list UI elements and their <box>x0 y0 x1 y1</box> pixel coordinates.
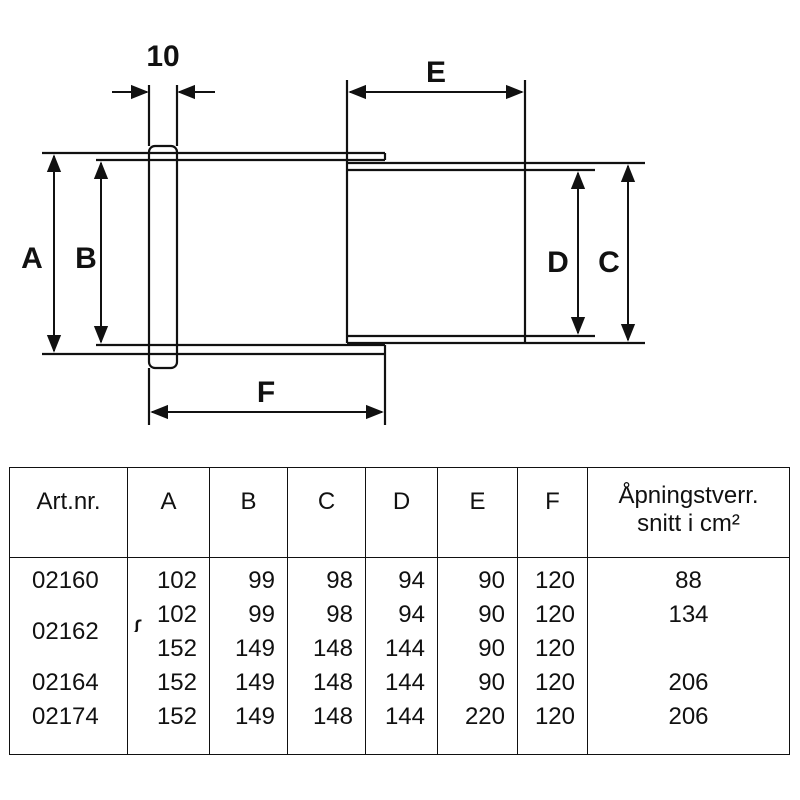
header-opening-line1: Åpningstverr. <box>618 482 759 509</box>
label-E: E <box>426 56 446 89</box>
table-row: 02174 152 149 148 144 220 120 206 <box>9 700 790 755</box>
cell-E: 90 <box>437 598 518 632</box>
cell-F: 120 <box>517 632 588 666</box>
cell-B: 149 <box>209 666 288 700</box>
cell-D: 94 <box>365 598 438 632</box>
cell-D: 144 <box>365 632 438 666</box>
cell-C: 98 <box>287 557 366 598</box>
cell-A: 152 <box>127 700 210 755</box>
cell-A: { 102 <box>127 598 210 632</box>
label-F: F <box>257 376 275 409</box>
header-D: D <box>365 467 438 558</box>
cell-A: 102 <box>127 557 210 598</box>
cell-artnr: 02174 <box>9 700 128 755</box>
header-B: B <box>209 467 288 558</box>
technical-drawing: 10 A B C D E F <box>21 40 645 425</box>
cell-D: 94 <box>365 557 438 598</box>
header-opening: Åpningstverr. snitt i cm² <box>587 467 790 558</box>
cell-opening: 206 <box>587 700 790 755</box>
cell-F: 120 <box>517 666 588 700</box>
header-C: C <box>287 467 366 558</box>
header-F: F <box>517 467 588 558</box>
cell-opening: 134 <box>587 598 790 632</box>
cell-F: 120 <box>517 700 588 755</box>
cell-E: 90 <box>437 666 518 700</box>
flange-ring <box>147 144 179 370</box>
spec-table: Art.nr. A B C D E F Åpningstverr. snitt … <box>9 467 790 755</box>
cell-C: 148 <box>287 666 366 700</box>
cell-F: 120 <box>517 598 588 632</box>
brace-icon: { <box>132 615 143 632</box>
cell-D: 144 <box>365 666 438 700</box>
cell-B: 99 <box>209 557 288 598</box>
cell-artnr: 02164 <box>9 666 128 700</box>
cell-B: 149 <box>209 700 288 755</box>
cell-E: 90 <box>437 557 518 598</box>
label-D: D <box>547 246 569 279</box>
header-artnr: Art.nr. <box>9 467 128 558</box>
table-row: 02160 102 99 98 94 90 120 88 <box>9 557 790 598</box>
table-row: 02162 { 102 99 98 94 90 120 134 <box>9 598 790 666</box>
cell-D: 144 <box>365 700 438 755</box>
cell-E: 90 <box>437 632 518 666</box>
header-E: E <box>437 467 518 558</box>
table-header-row: Art.nr. A B C D E F Åpningstverr. snitt … <box>9 467 790 558</box>
cell-B: 99 <box>209 598 288 632</box>
cell-A-value: 102 <box>156 601 197 628</box>
cell-C: 148 <box>287 700 366 755</box>
cell-A: 152 <box>127 666 210 700</box>
table-row: 152 149 148 144 90 120 <box>10 632 790 666</box>
cell-C: 98 <box>287 598 366 632</box>
cell-opening: 206 <box>587 666 790 700</box>
cell-F: 120 <box>517 557 588 598</box>
label-A: A <box>21 242 43 275</box>
table-row: 02164 152 149 148 144 90 120 206 <box>9 666 790 700</box>
cell-A: 152 <box>127 632 210 666</box>
cell-opening: 88 <box>587 557 790 598</box>
dim-10-label: 10 <box>146 40 179 73</box>
label-B: B <box>75 242 97 275</box>
header-opening-line2: snitt i cm² <box>637 510 740 537</box>
cell-opening <box>587 632 790 666</box>
cell-artnr: 02160 <box>9 557 128 598</box>
header-A: A <box>127 467 210 558</box>
cell-B: 149 <box>209 632 288 666</box>
cell-E: 220 <box>437 700 518 755</box>
cell-C: 148 <box>287 632 366 666</box>
label-C: C <box>598 246 620 279</box>
cell-artnr: 02162 <box>9 598 128 666</box>
